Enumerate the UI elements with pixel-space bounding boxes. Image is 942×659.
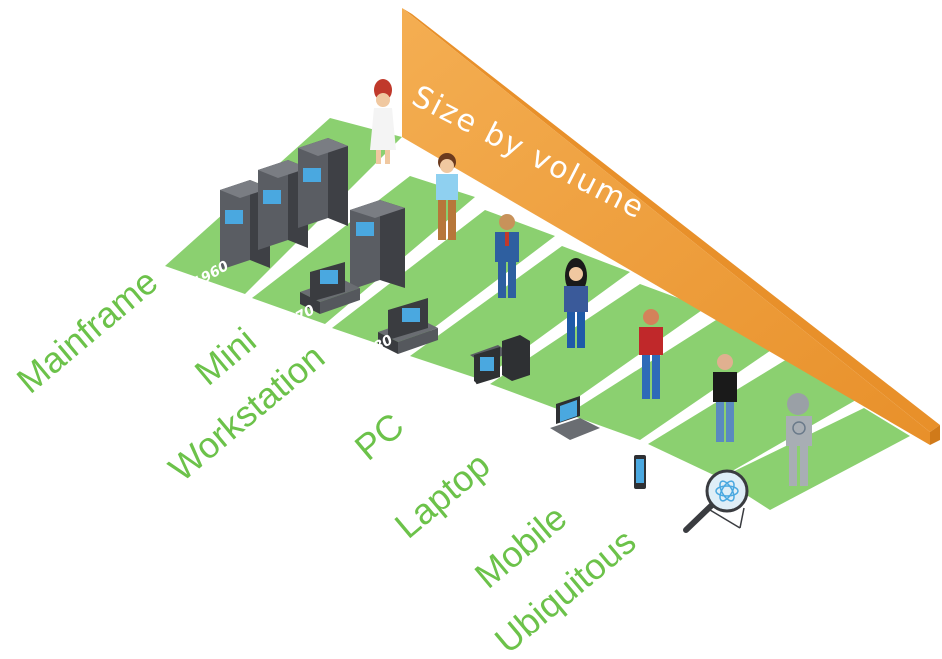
mobile-phone-icon	[634, 455, 646, 489]
mainframe-servers-icon	[220, 138, 348, 270]
person-woman-plaid-icon	[564, 258, 588, 348]
year-1990: 1990	[440, 378, 482, 411]
year-2010: 2010	[592, 482, 634, 515]
lane-2010	[568, 320, 780, 440]
person-robot-icon	[786, 393, 812, 486]
people-figures	[370, 79, 812, 486]
laptop-icon	[550, 396, 600, 440]
minicomputer-icon	[350, 200, 405, 290]
pc-terminal-icon	[378, 298, 438, 354]
desktop-pc-icon	[470, 335, 530, 385]
banner-top	[402, 8, 940, 432]
era-label-pc: PC	[347, 405, 412, 469]
person-man-red-shirt-icon	[639, 309, 663, 399]
person-man-suit-icon	[495, 214, 519, 298]
magnifying-glass-atom-icon	[683, 469, 749, 533]
banner-edge	[930, 425, 940, 445]
era-label-mainframe: Mainframe	[9, 260, 166, 401]
year-2020: 2020	[662, 530, 704, 563]
person-man-black-shirt-icon	[713, 354, 737, 442]
lane-edge	[720, 408, 910, 510]
era-label-laptop: Laptop	[387, 444, 498, 546]
lane-2020	[648, 356, 856, 478]
workstation-terminal-icon	[300, 262, 360, 314]
person-man-brown-icon	[436, 153, 458, 240]
person-woman-dress-icon	[370, 79, 396, 164]
banner-face	[402, 8, 930, 445]
year-2000: 2000	[506, 422, 548, 455]
